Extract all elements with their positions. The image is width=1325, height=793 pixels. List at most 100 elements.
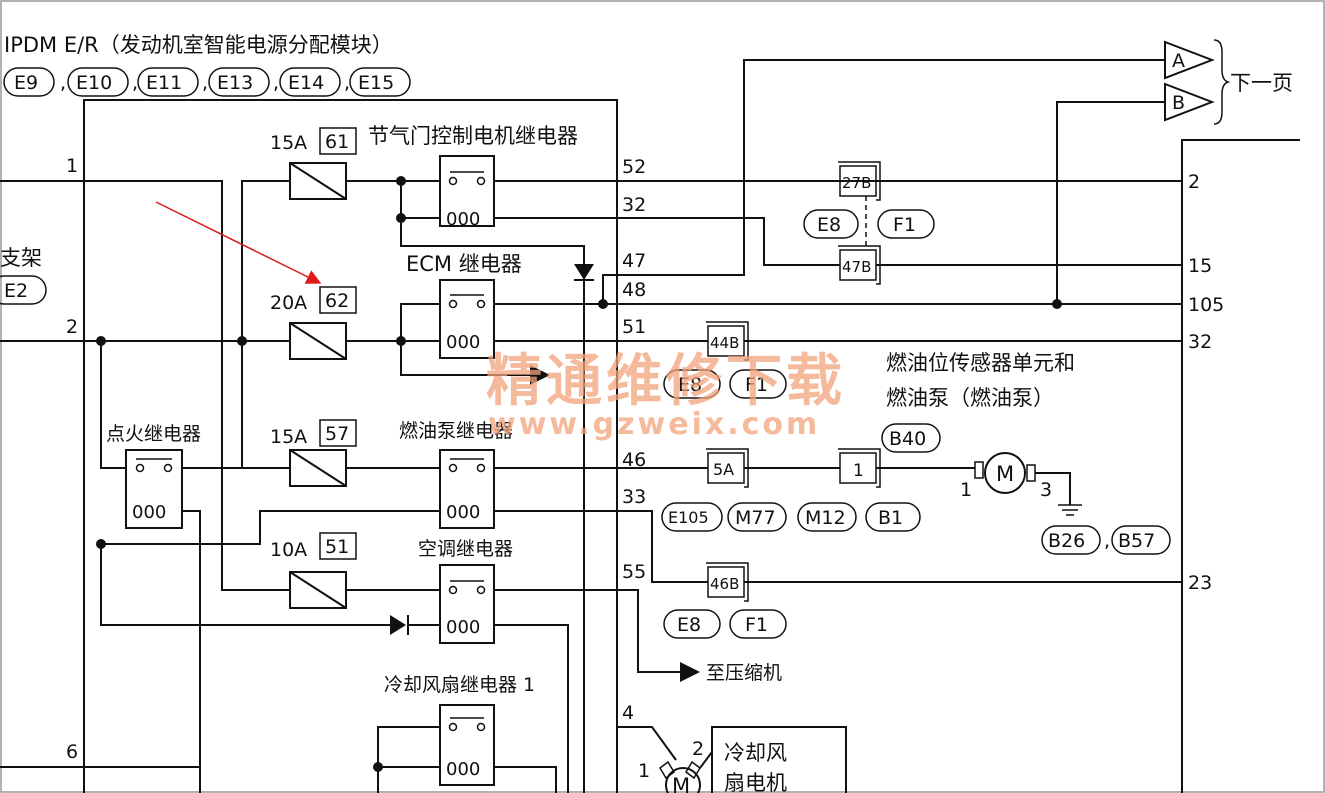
relay-cooling-fan-label: 冷却风扇继电器 1: [384, 674, 535, 696]
relay-ac-label: 空调继电器: [418, 538, 513, 560]
svg-text:000: 000: [446, 759, 480, 780]
svg-text:4: 4: [622, 702, 634, 724]
svg-text:000: 000: [446, 617, 480, 638]
fan-motor-line2: 扇电机: [724, 771, 787, 793]
connector-e11: E11: [146, 72, 182, 94]
relay-ignition-label: 点火继电器: [106, 423, 201, 445]
page-ref: A B 下一页: [1164, 39, 1293, 125]
svg-text:44B: 44B: [710, 334, 739, 352]
ipdm-pins: 52 32 47 48 51 46 33 55 4: [622, 156, 646, 724]
ipdm-box: [83, 99, 618, 793]
fuse-62-amp: 20A: [270, 292, 307, 314]
svg-text:52: 52: [622, 156, 646, 178]
connector-pills: E8 F1 E8 F1 E105 M77 M12 B1 E8 F1 B26 , …: [661, 209, 1171, 639]
fuse-62: 20A 62: [270, 286, 357, 360]
junction-46b: 46B: [706, 562, 749, 602]
junction-47b: 47B: [838, 245, 881, 285]
svg-text:B57: B57: [1118, 530, 1155, 552]
svg-text:000: 000: [132, 502, 166, 523]
module-connectors: E9 , E10 , E11 , E13 , E14 , E15: [3, 67, 411, 97]
svg-text:27B: 27B: [842, 174, 871, 192]
svg-text:2: 2: [1188, 171, 1200, 193]
junction-dots: [96, 176, 1062, 772]
diode-icon: [574, 264, 594, 280]
fuse-57-amp: 15A: [270, 426, 307, 448]
relay-ignition: 000 点火继电器: [106, 423, 201, 529]
svg-text:46B: 46B: [710, 575, 739, 593]
svg-text:47B: 47B: [842, 258, 871, 276]
fuse-51-num: 51: [325, 536, 349, 558]
wires: [0, 59, 1300, 793]
junction-27b: 27B: [838, 161, 881, 201]
fuse-57-num: 57: [325, 423, 349, 445]
svg-text:M: M: [996, 462, 1014, 486]
svg-text:3: 3: [1040, 479, 1052, 501]
connector-e13: E13: [217, 72, 253, 94]
svg-text:15: 15: [1188, 255, 1212, 277]
svg-text:B1: B1: [878, 507, 903, 529]
svg-text:000: 000: [446, 502, 480, 523]
svg-text:,: ,: [344, 72, 350, 94]
svg-text:1: 1: [853, 461, 864, 481]
connector-e9: E9: [14, 72, 38, 94]
watermark-cn: 精通维修下载: [486, 349, 846, 414]
svg-text:51: 51: [622, 316, 646, 338]
svg-text:M: M: [672, 774, 690, 793]
fuse-51-amp: 10A: [270, 539, 307, 561]
svg-text:,: ,: [1104, 530, 1110, 552]
svg-text:,: ,: [273, 72, 279, 94]
relay-cooling-fan: 000 冷却风扇继电器 1: [384, 674, 535, 786]
fuse-61-amp: 15A: [270, 132, 307, 154]
watermark-url: www.gzweix.com: [488, 407, 820, 442]
svg-text:F1: F1: [745, 614, 768, 636]
ground-icon: [1058, 504, 1082, 516]
svg-text:E8: E8: [817, 214, 841, 236]
svg-text:55: 55: [622, 561, 646, 583]
svg-text:F1: F1: [893, 214, 916, 236]
svg-text:48: 48: [622, 279, 646, 301]
svg-text:E8: E8: [678, 374, 702, 396]
pin-2: 2: [66, 316, 78, 338]
svg-text:M12: M12: [805, 507, 846, 529]
fuel-pump-motor-icon: M 1 3: [960, 452, 1052, 501]
pin-6: 6: [66, 741, 78, 763]
svg-text:1: 1: [960, 479, 972, 501]
relay-throttle-label: 节气门控制电机继电器: [368, 124, 578, 148]
svg-text:,: ,: [60, 72, 66, 94]
svg-text:1: 1: [638, 760, 650, 782]
fuel-unit-line2: 燃油泵（燃油泵）: [886, 386, 1054, 410]
junction-1: 1: [838, 448, 881, 488]
svg-text:B26: B26: [1048, 530, 1085, 552]
fuse-57: 15A 57: [270, 419, 357, 487]
next-page-label: 下一页: [1230, 71, 1293, 95]
relay-ac: 000 空调继电器: [418, 538, 513, 644]
svg-text:46: 46: [622, 449, 646, 471]
fan-motor-line1: 冷却风: [724, 741, 787, 765]
cooling-fan-motor: M 1 2 冷却风 扇电机: [638, 726, 847, 793]
relay-throttle: 000 节气门控制电机继电器: [368, 124, 578, 230]
svg-text:B40: B40: [889, 428, 926, 450]
relay-fuel-pump: 000 燃油泵继电器: [399, 420, 513, 529]
svg-text:E8: E8: [677, 614, 701, 636]
svg-text:32: 32: [1188, 331, 1212, 353]
pin-1: 1: [66, 155, 78, 177]
svg-text:,: ,: [132, 72, 138, 94]
svg-text:000: 000: [446, 332, 480, 353]
svg-text:5A: 5A: [713, 460, 734, 479]
right-pins: 2 15 105 32 23: [1188, 171, 1224, 594]
bracket-label: 支架: [0, 246, 42, 270]
svg-text:2: 2: [692, 738, 704, 760]
module-title: IPDM E/R（发动机室智能电源分配模块）: [4, 33, 393, 57]
relay-fuel-pump-label: 燃油泵继电器: [399, 420, 513, 442]
connector-e2: E2: [4, 280, 28, 302]
fuse-62-num: 62: [325, 290, 349, 312]
fuse-61: 15A 61: [270, 127, 357, 200]
svg-text:,: ,: [202, 72, 208, 94]
page-ref-b: B: [1172, 92, 1185, 114]
junction-44b: 44B: [706, 321, 749, 361]
fuel-unit-line1: 燃油位传感器单元和: [886, 351, 1075, 375]
svg-text:105: 105: [1188, 294, 1224, 316]
connector-e10: E10: [76, 72, 112, 94]
compressor-label: 至压缩机: [706, 662, 782, 684]
